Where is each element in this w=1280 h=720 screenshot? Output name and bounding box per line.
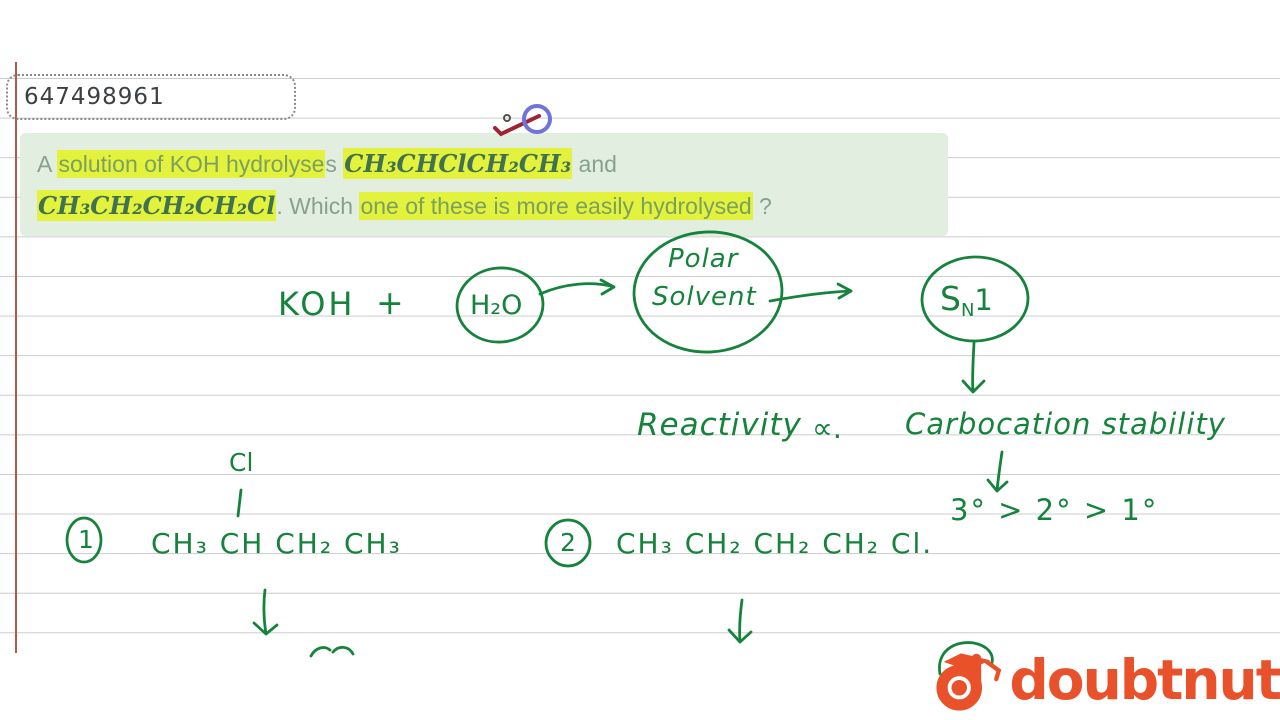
question-id-box: 647498961 — [6, 74, 296, 120]
plus-sign: + — [376, 283, 404, 322]
polar-text: Polar — [668, 244, 739, 274]
sn1-text: SN1 — [940, 282, 993, 320]
carbocation-stability-text: Carbocation stability — [905, 407, 1226, 441]
cl-substituent-label: Cl — [229, 448, 254, 477]
structure1-number: 1 — [78, 525, 94, 554]
proportional-symbol: ∝. — [812, 411, 842, 445]
cutoff-scribble — [309, 645, 355, 658]
logo-cap-tassel — [984, 659, 1002, 682]
sn1-n: N — [960, 300, 975, 321]
solvent-text: Solvent — [652, 282, 757, 312]
question-id: 647498961 — [24, 84, 165, 110]
doubtnut-logo-icon — [936, 653, 1002, 711]
formula-2: CH₃CH₂CH₂CH₂Cl — [37, 190, 277, 221]
sn1-s: S — [940, 279, 961, 318]
question-text: . Which — [276, 193, 360, 219]
reactivity-text: Reactivity — [637, 407, 802, 443]
doubtnut-logo: doubtnut — [930, 640, 1280, 720]
structure1-formula: CH₃ CH CH₂ CH₃ — [151, 527, 402, 560]
question-line-2: CH₃CH₂CH₂CH₂Cl. Which one of these is mo… — [37, 187, 948, 229]
question-text: and — [572, 151, 617, 177]
logo-cap-icon — [943, 653, 991, 671]
question-text-highlighted: solution of KOH hydrolyse — [57, 150, 326, 178]
question-text: A — [37, 151, 58, 177]
koh-text: KOH — [278, 285, 356, 323]
formula-1: CH₃CHClCH₂CH₃ — [343, 148, 573, 179]
question-line-1: A solution of KOH hydrolyses CH₃CHClCH₂C… — [37, 145, 948, 187]
h2o-text: H₂O — [470, 290, 523, 321]
question-text: s — [325, 151, 344, 177]
logo-d-dot — [951, 680, 967, 696]
question-text-highlighted: one of these is more easily hydrolysed — [359, 192, 753, 220]
stability-order-text: 3° > 2° > 1° — [950, 493, 1159, 527]
doubtnut-logo-text: doubtnut — [1009, 648, 1280, 712]
sn1-one: 1 — [974, 283, 993, 317]
structure2-formula: CH₃ CH₂ CH₂ CH₂ Cl. — [616, 527, 934, 560]
margin-line — [15, 62, 17, 653]
question-box: A solution of KOH hydrolyses CH₃CHClCH₂C… — [20, 133, 948, 236]
structure2-number: 2 — [560, 528, 576, 557]
question-text: ? — [752, 193, 772, 219]
